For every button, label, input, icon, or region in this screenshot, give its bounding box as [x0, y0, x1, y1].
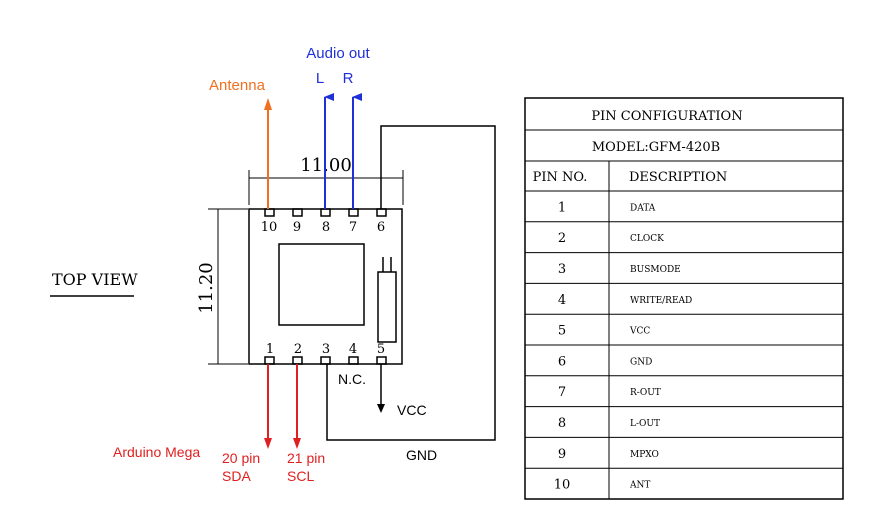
table-row: 5 VCC — [558, 324, 651, 339]
right-channel-label: R — [343, 70, 354, 87]
table-cell-description: MPXO — [630, 450, 659, 460]
gnd-label: GND — [406, 447, 437, 463]
table-row: 3 BUSMODE — [558, 262, 681, 277]
table-cell-description: GND — [630, 357, 652, 367]
pin-pad-1 — [264, 356, 275, 365]
table-row: 9 MPXO — [558, 447, 659, 462]
pin-number: 9 — [293, 220, 301, 235]
pin-number: 6 — [377, 220, 385, 235]
pin-pad-10 — [264, 208, 275, 217]
scl-pin-label: 21 pin — [287, 450, 325, 466]
table-cell-description: VCC — [629, 327, 650, 337]
pin-configuration-table: PIN CONFIGURATION MODEL:GFM-420B PIN NO.… — [524, 97, 844, 500]
top-pin-pads — [264, 208, 387, 217]
pin-number: 5 — [377, 342, 385, 357]
table-cell-description: WRITE/READ — [630, 296, 692, 306]
left-channel-label: L — [316, 70, 324, 87]
pin-number: 1 — [266, 342, 274, 357]
table-header-description: DESCRIPTION — [629, 170, 727, 185]
sda-pin-label: 20 pin — [222, 450, 260, 466]
sda-label: SDA — [222, 468, 251, 484]
pin-number: 8 — [322, 220, 330, 235]
pin-pad-2 — [292, 356, 303, 365]
pin-pad-5 — [376, 356, 387, 365]
bottom-pin-pads — [264, 356, 387, 365]
gnd-wire — [326, 125, 496, 441]
nc-label: N.C. — [338, 371, 366, 387]
pin-pad-8 — [320, 208, 331, 217]
pin-number: 4 — [349, 342, 357, 357]
arduino-label: Arduino Mega — [113, 444, 200, 460]
table-cell-description: CLOCK — [630, 234, 664, 244]
table-cell-pin: 7 — [558, 385, 566, 400]
table-cell-description: L-OUT — [630, 419, 660, 429]
table-cell-pin: 6 — [558, 354, 566, 369]
table-row: 2 CLOCK — [558, 231, 664, 246]
table-row: 1 DATA — [558, 200, 656, 215]
scl-label: SCL — [287, 468, 314, 484]
table-row: 8 L-OUT — [558, 416, 660, 431]
table-cell-pin: 5 — [558, 324, 566, 339]
pin-pad-4 — [348, 356, 359, 365]
pin-pad-7 — [348, 208, 359, 217]
table-cell-description: BUSMODE — [630, 265, 681, 275]
pin-number: 10 — [261, 220, 278, 235]
pin-pad-6 — [376, 208, 387, 217]
pin-pad-3 — [320, 356, 331, 365]
chip-die — [278, 243, 365, 326]
pin-number: 2 — [294, 342, 302, 357]
table-cell-description: ANT — [629, 481, 650, 491]
table-cell-pin: 8 — [558, 416, 566, 431]
table-header-pin: PIN NO. — [533, 170, 588, 185]
pin-number: 3 — [322, 342, 330, 357]
table-row: 4 WRITE/READ — [558, 293, 692, 308]
table-cell-pin: 3 — [558, 262, 566, 277]
table-cell-pin: 9 — [558, 447, 566, 462]
table-row: 10 ANT — [554, 478, 651, 493]
pin-number: 7 — [349, 220, 357, 235]
table-cell-pin: 2 — [558, 231, 566, 246]
table-cell-description: DATA — [630, 203, 656, 213]
top-view-label: TOP VIEW — [52, 270, 138, 289]
pin-pad-9 — [292, 208, 303, 217]
table-row: 6 GND — [558, 354, 652, 369]
table-row: 7 R-OUT — [558, 385, 661, 400]
chip-component — [377, 271, 397, 343]
vcc-label: VCC — [397, 402, 427, 418]
table-cell-pin: 4 — [558, 293, 566, 308]
table-cell-description: R-OUT — [630, 388, 661, 398]
table-model: MODEL:GFM-420B — [592, 140, 720, 155]
antenna-label: Antenna — [209, 77, 266, 94]
table-title: PIN CONFIGURATION — [591, 109, 742, 124]
audio-out-label: Audio out — [306, 45, 370, 62]
height-dimension: 11.20 — [196, 262, 217, 314]
table-cell-pin: 10 — [554, 478, 571, 493]
table-cell-pin: 1 — [558, 200, 566, 215]
